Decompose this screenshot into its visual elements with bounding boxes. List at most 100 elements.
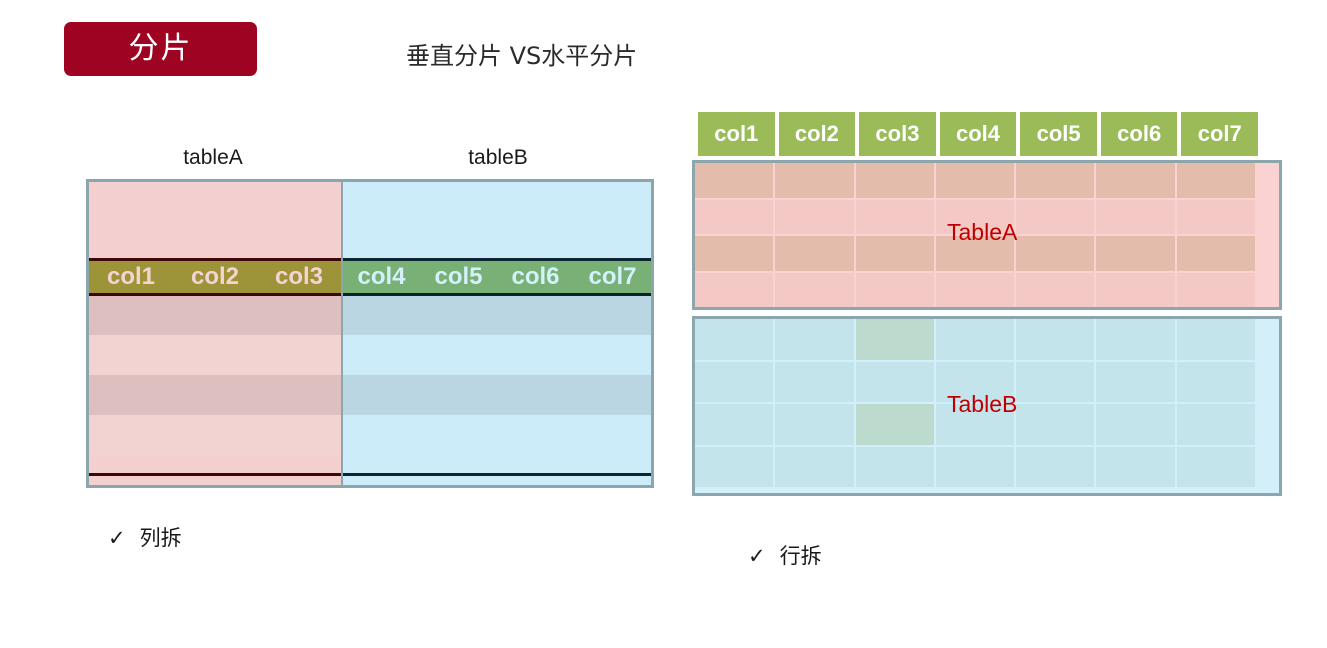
- table-cell: [695, 236, 774, 271]
- table-row: [343, 295, 651, 335]
- column-label-col5: col5: [434, 263, 483, 290]
- table-cell: [695, 446, 774, 487]
- table-cell-highlight: [855, 404, 934, 445]
- tableb-caption: tableB: [468, 146, 528, 169]
- table-cell: [1176, 163, 1255, 198]
- tableb-grid: [695, 319, 1255, 487]
- table-cell: [935, 272, 1015, 307]
- table-cell: [1176, 236, 1255, 271]
- table-row: [89, 415, 341, 455]
- table-cell: [1016, 163, 1095, 198]
- table-cell: [1176, 446, 1255, 487]
- section-badge-label: 分片: [128, 31, 193, 66]
- table-cell: [1176, 272, 1255, 307]
- vertical-sharding-diagram: tableA tableB col1 col2 col3: [86, 146, 654, 546]
- column-header-col3: col3: [859, 112, 936, 156]
- table-cell-highlight: [855, 319, 934, 360]
- check-icon: ✓: [108, 526, 126, 550]
- horizontal-panel-tableb: TableB: [692, 316, 1282, 496]
- table-cell: [775, 446, 854, 487]
- table-cell: [855, 361, 934, 402]
- table-cell: [855, 199, 934, 234]
- column-label-col4: col4: [357, 263, 406, 290]
- table-cell: [935, 236, 1015, 271]
- table-row: [89, 375, 341, 415]
- bullet-row-split-label: 行拆: [779, 544, 822, 568]
- table-row: [89, 335, 341, 375]
- table-cell: [1176, 404, 1255, 445]
- table-cell: [695, 272, 774, 307]
- table-cell: [775, 404, 854, 445]
- table-cell: [695, 199, 774, 234]
- table-cell: [1096, 236, 1175, 271]
- page-title: 垂直分片 VS水平分片: [406, 42, 638, 70]
- table-cell: [935, 199, 1015, 234]
- bullet-column-split: ✓ 列拆: [108, 522, 182, 552]
- vertical-panels: col1 col2 col3 col4 col5 col6 col7: [86, 179, 654, 488]
- column-header-col2: col2: [778, 112, 856, 156]
- table-cell: [1016, 236, 1095, 271]
- check-icon: ✓: [748, 544, 766, 568]
- table-cell: [1096, 163, 1175, 198]
- table-cell: [1096, 272, 1175, 307]
- tableb-column-band: col4 col5 col6 col7: [343, 258, 651, 296]
- table-cell: [855, 272, 934, 307]
- table-row: [343, 335, 651, 375]
- section-badge: 分片: [64, 22, 257, 76]
- table-cell: [935, 319, 1015, 360]
- table-cell: [1096, 199, 1175, 234]
- table-cell: [935, 404, 1015, 445]
- column-header-col6: col6: [1100, 112, 1178, 156]
- tableb-bottom-rule: [343, 473, 651, 476]
- bullet-column-split-label: 列拆: [139, 526, 182, 550]
- tablea-caption: tableA: [183, 146, 243, 169]
- table-cell: [855, 236, 934, 271]
- table-cell: [1096, 319, 1175, 360]
- table-cell: [775, 199, 854, 234]
- table-cell: [1176, 199, 1255, 234]
- table-cell: [1016, 319, 1095, 360]
- table-cell: [775, 236, 854, 271]
- table-cell: [1096, 361, 1175, 402]
- table-cell: [855, 163, 934, 198]
- table-cell: [1016, 199, 1095, 234]
- table-cell: [695, 404, 774, 445]
- column-header-row: col1 col2 col3 col4 col5 col6 col7: [698, 112, 1259, 156]
- table-cell: [1176, 319, 1255, 360]
- column-label-col3: col3: [274, 263, 324, 290]
- tablea-column-band: col1 col2 col3: [89, 258, 341, 296]
- column-header-col1: col1: [698, 112, 775, 156]
- bullet-row-split: ✓ 行拆: [748, 540, 822, 570]
- tablea-label: TableA: [947, 219, 1018, 245]
- vertical-panel-tablea: col1 col2 col3: [86, 179, 342, 488]
- table-cell: [775, 319, 854, 360]
- tablea-grid: [695, 163, 1255, 307]
- table-cell: [695, 319, 774, 360]
- table-cell: [935, 361, 1015, 402]
- table-cell: [935, 163, 1015, 198]
- table-cell: [935, 446, 1015, 487]
- column-header-col7: col7: [1181, 112, 1259, 156]
- column-label-col2: col2: [190, 263, 240, 290]
- table-row: [343, 415, 651, 455]
- table-cell: [1016, 361, 1095, 402]
- table-row: [343, 375, 651, 415]
- tablea-bottom-rule: [89, 473, 341, 476]
- column-label-col6: col6: [511, 263, 560, 290]
- table-cell: [855, 446, 934, 487]
- table-cell: [1016, 272, 1095, 307]
- column-label-col7: col7: [588, 263, 637, 290]
- table-cell: [775, 163, 854, 198]
- table-row: [89, 295, 341, 335]
- column-label-col1: col1: [106, 263, 156, 290]
- table-cell: [1016, 446, 1095, 487]
- vertical-panel-tableb: col4 col5 col6 col7: [342, 179, 654, 488]
- table-cell: [1176, 361, 1255, 402]
- table-cell: [1096, 446, 1175, 487]
- table-cell: [775, 272, 854, 307]
- column-header-col5: col5: [1020, 112, 1097, 156]
- table-cell: [775, 361, 854, 402]
- tableb-label: TableB: [947, 391, 1018, 417]
- tablea-stripes: [89, 295, 341, 485]
- column-header-col4: col4: [939, 112, 1017, 156]
